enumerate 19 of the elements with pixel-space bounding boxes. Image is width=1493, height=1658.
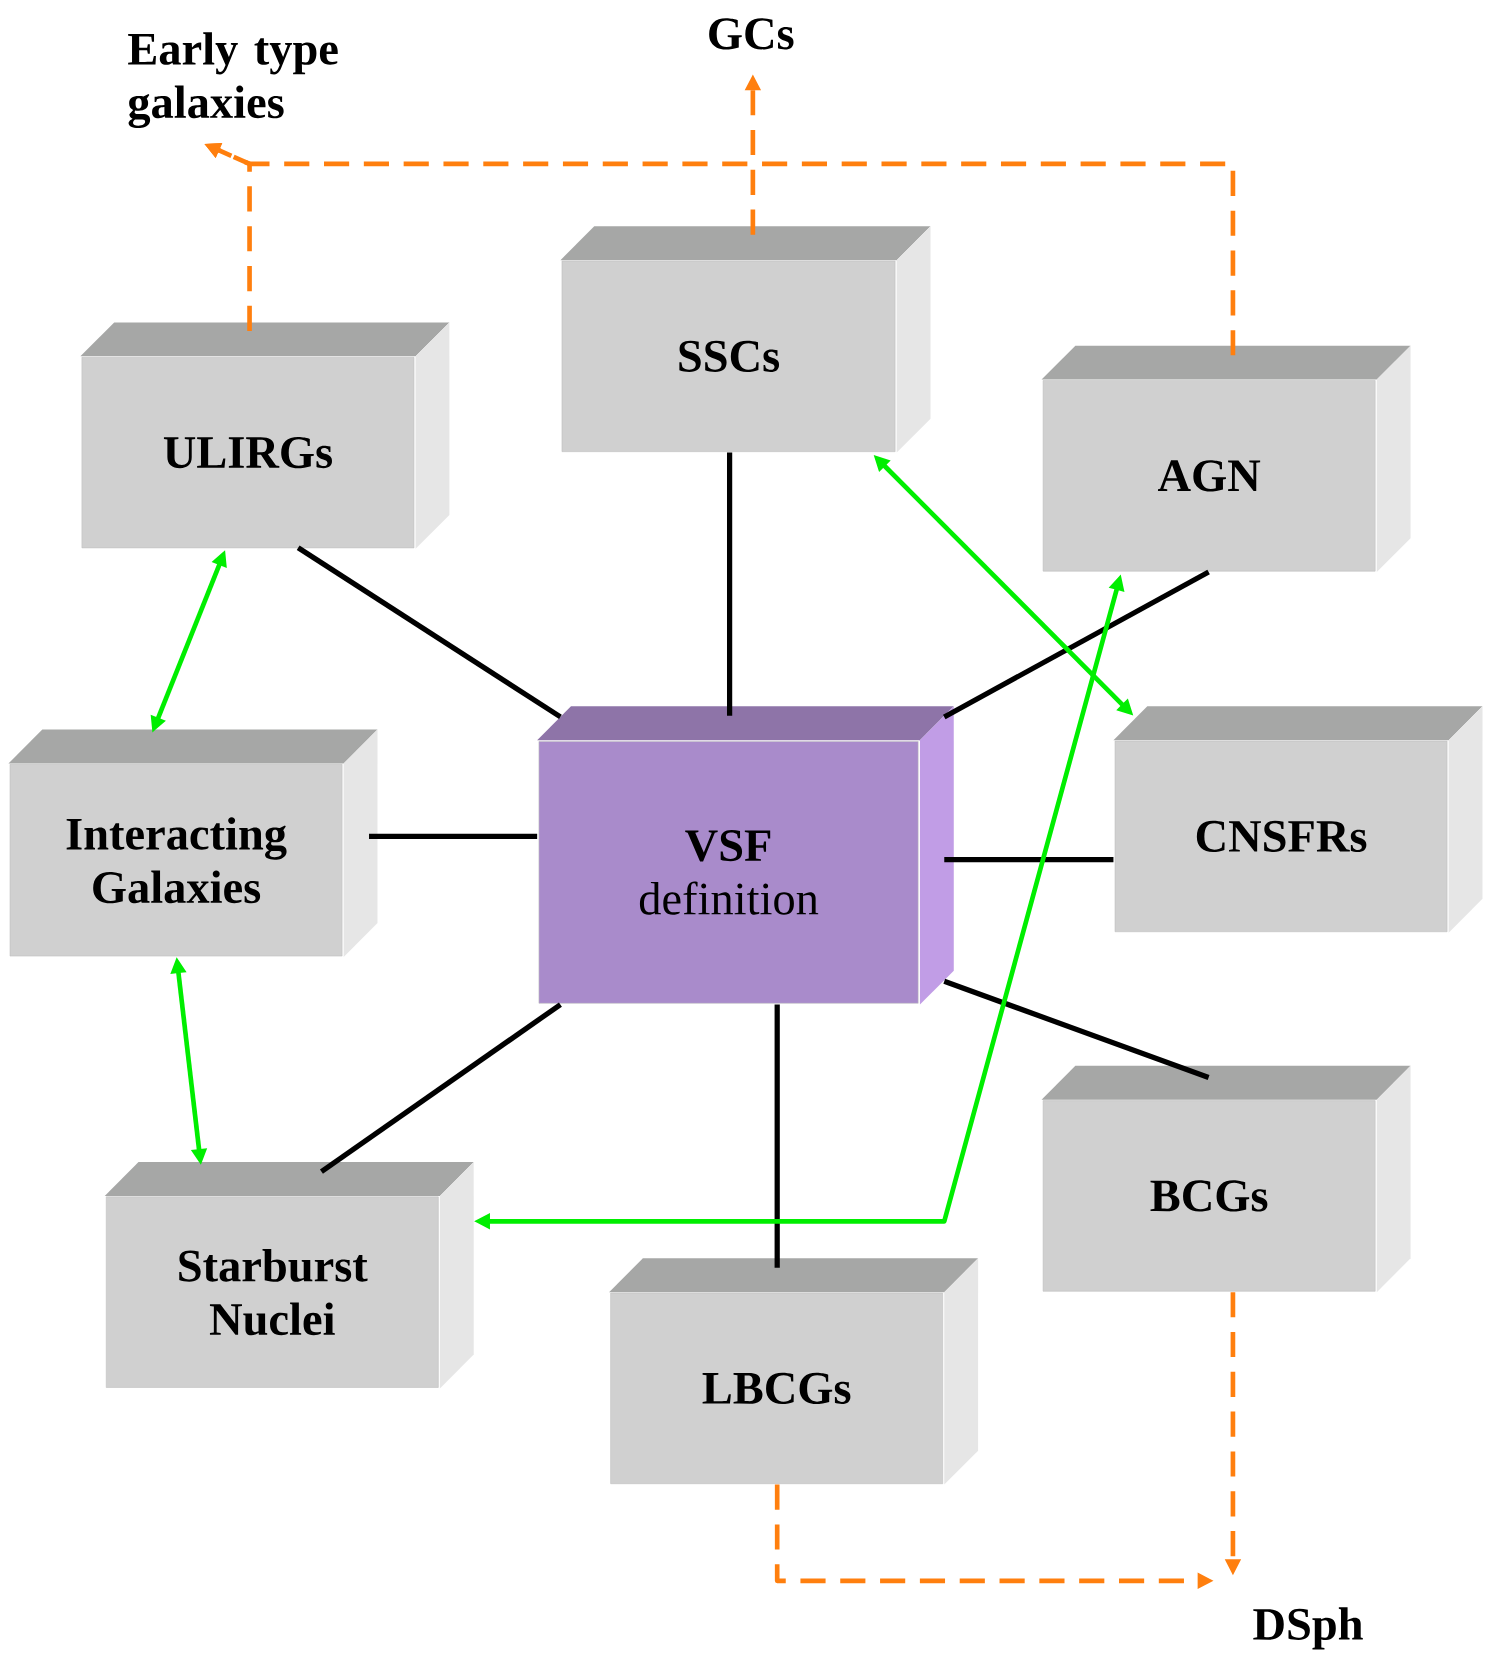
- connector-line: [774, 1004, 780, 1268]
- box-3d: AGN: [1041, 345, 1411, 573]
- box-3d: VSF definition: [537, 706, 954, 1005]
- connector-line: [296, 545, 562, 720]
- box-3d: Starburst Nuclei: [104, 1162, 474, 1389]
- label-text: GCs: [709, 18, 794, 50]
- box-3d: BCGs: [1041, 1065, 1411, 1293]
- box-3d: ULIRGs: [80, 322, 450, 549]
- box-3d: SSCs: [560, 226, 931, 453]
- label-text: DSph: [1253, 1607, 1363, 1650]
- connector-line: [369, 833, 538, 840]
- connector-line: [726, 452, 733, 716]
- box-3d: CNSFRs: [1113, 706, 1483, 933]
- connector-line: [943, 978, 1210, 1080]
- label-text: Early type galaxies: [128, 32, 338, 129]
- connector-line: [944, 857, 1114, 863]
- box-3d: LBCGs: [609, 1258, 979, 1485]
- connector-line: [943, 569, 1210, 720]
- box-3d: Interacting Galaxies: [8, 729, 378, 957]
